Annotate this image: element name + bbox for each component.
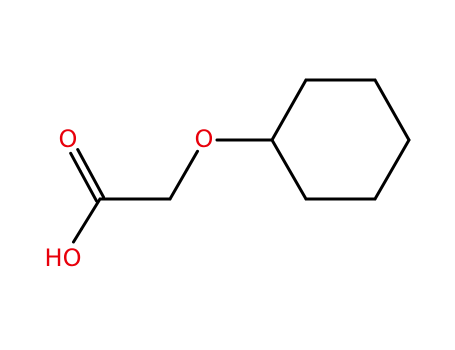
bond-10-sb bbox=[71, 227, 83, 244]
bond-9-s1a bbox=[78, 169, 98, 203]
bond-0-s bbox=[270, 78, 308, 142]
bonds bbox=[69, 78, 411, 244]
bond-10-sa bbox=[80, 197, 102, 231]
bond-9-s2a bbox=[86, 166, 106, 199]
bond-5-s bbox=[270, 138, 308, 201]
bond-2-s bbox=[373, 78, 411, 142]
atom-label-ho-10: HO bbox=[45, 244, 82, 272]
atom-labels: O O HO bbox=[45, 125, 214, 272]
bond-7-sb bbox=[168, 168, 189, 201]
bond-3-s bbox=[373, 138, 411, 201]
bond-7-sa bbox=[185, 149, 200, 171]
atom-label-o-9: O bbox=[59, 125, 78, 153]
bond-9-s2b bbox=[76, 148, 90, 170]
bond-9-s1b bbox=[69, 151, 82, 173]
atom-label-o-6: O bbox=[195, 125, 214, 153]
